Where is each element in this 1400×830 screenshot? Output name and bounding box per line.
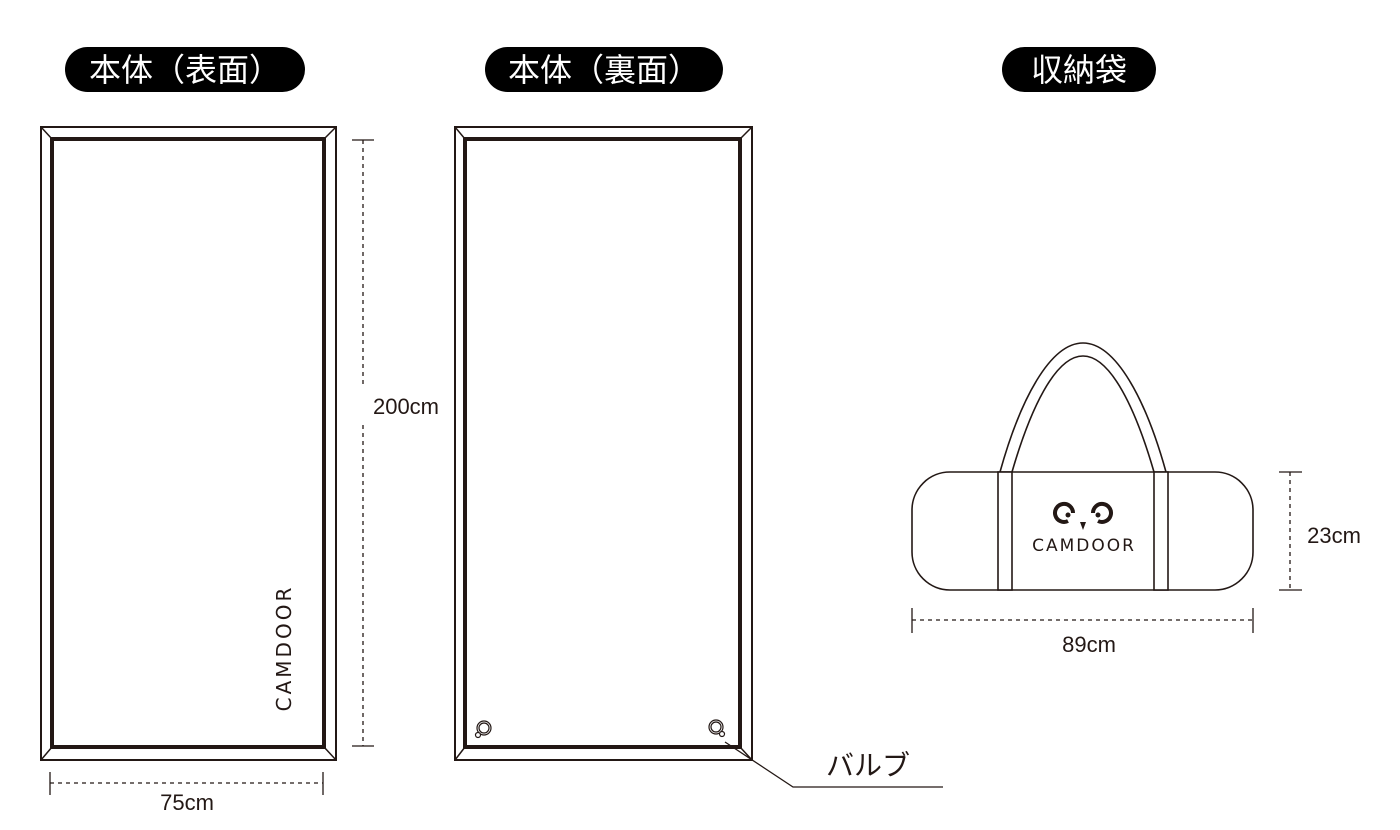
title-front-label: 本体（表面） bbox=[89, 51, 281, 89]
valve-icon bbox=[708, 719, 726, 738]
bag-height-label: 23cm bbox=[1307, 523, 1361, 548]
storage-bag bbox=[911, 342, 1254, 591]
title-back-label: 本体（裏面） bbox=[508, 51, 700, 89]
valve-label: バルブ bbox=[826, 750, 910, 781]
dimension-mat-width: 75cm bbox=[49, 772, 324, 815]
title-back: 本体（裏面） bbox=[485, 47, 723, 92]
dimension-mat-length: 200cm bbox=[352, 139, 439, 747]
dimension-bag-length: 89cm bbox=[911, 608, 1254, 657]
bag-logo-text: CAMDOOR bbox=[1032, 536, 1136, 556]
mat-length-label: 200cm bbox=[373, 394, 439, 419]
bag-length-label: 89cm bbox=[1062, 632, 1116, 657]
title-front: 本体（表面） bbox=[65, 47, 305, 92]
valve-icon bbox=[474, 720, 492, 739]
mat-width-label: 75cm bbox=[160, 790, 214, 815]
title-bag: 収納袋 bbox=[1002, 47, 1156, 92]
mat-front bbox=[40, 126, 337, 761]
mat-front-logo: CAMDOOR bbox=[272, 585, 296, 712]
valve-callout: バルブ bbox=[724, 741, 943, 788]
mat-back bbox=[454, 126, 753, 761]
camdoor-logo-icon bbox=[1053, 501, 1113, 530]
title-bag-label: 収納袋 bbox=[1031, 51, 1127, 89]
dimension-bag-height: 23cm bbox=[1279, 471, 1361, 591]
